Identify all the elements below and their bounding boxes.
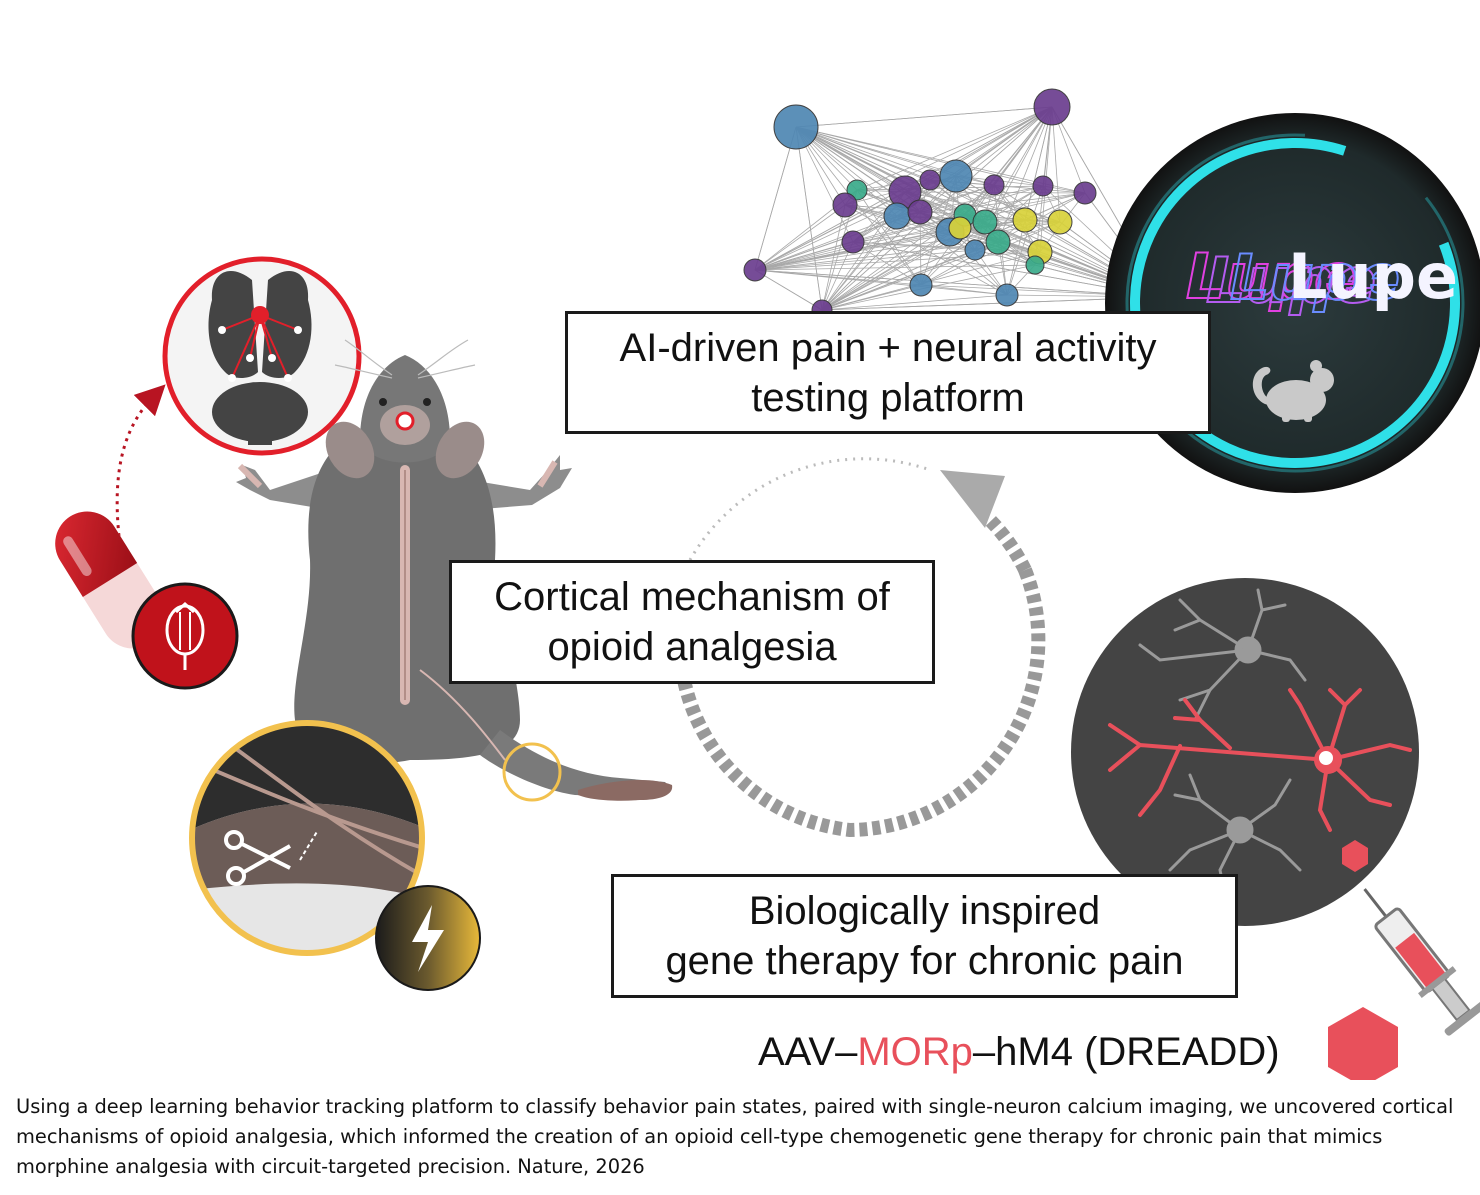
network-node bbox=[1073, 181, 1097, 205]
construct-promoter: MORp bbox=[857, 1030, 973, 1074]
network-node bbox=[948, 216, 972, 240]
network-node bbox=[1032, 175, 1054, 197]
network-node bbox=[919, 169, 941, 191]
network-edge bbox=[1006, 106, 1053, 296]
network-edge bbox=[754, 126, 797, 271]
neuron-icon bbox=[1071, 578, 1419, 926]
network-node bbox=[1012, 207, 1038, 233]
network-edge bbox=[1051, 106, 1061, 223]
network-edge bbox=[920, 106, 1053, 286]
network-edge bbox=[754, 251, 1041, 271]
construct-part-1: AAV– bbox=[758, 1030, 858, 1074]
network-edge bbox=[795, 126, 823, 311]
network-edge bbox=[821, 211, 921, 311]
network-edge bbox=[959, 227, 1008, 296]
svg-text:Lupe: Lupe bbox=[1206, 244, 1376, 317]
network-edge bbox=[856, 106, 1053, 191]
network-edge bbox=[754, 215, 898, 271]
network-node bbox=[743, 258, 767, 282]
lupe-logo-circle: Lupe Lupe Lupe Lupe bbox=[1105, 113, 1480, 493]
network-node bbox=[1025, 255, 1045, 275]
poppy-icon bbox=[131, 582, 239, 690]
lightning-icon bbox=[375, 885, 481, 991]
network-edge bbox=[896, 106, 1053, 217]
network-edge bbox=[754, 221, 1061, 271]
gene-line-2: gene therapy for chronic pain bbox=[665, 939, 1184, 983]
mouse-icon bbox=[1252, 360, 1334, 422]
gene-therapy-label-box: Biologically inspired gene therapy for c… bbox=[611, 874, 1238, 998]
network-edge bbox=[754, 269, 823, 311]
network-edge bbox=[852, 241, 922, 286]
network-node bbox=[1047, 209, 1073, 235]
cortical-line-1: Cortical mechanism of bbox=[494, 575, 890, 619]
network-node bbox=[983, 174, 1005, 196]
network-edge bbox=[754, 249, 976, 271]
cortical-line-2: opioid analgesia bbox=[547, 625, 837, 669]
mouse-body bbox=[236, 339, 673, 802]
cycle-arrow-icon bbox=[672, 457, 1046, 838]
network-edge bbox=[795, 126, 961, 229]
construct-label: AAV–MORp–hM4 (DREADD) bbox=[758, 1030, 1280, 1075]
network-edge bbox=[821, 215, 898, 311]
construct-part-3: –hM4 (DREADD) bbox=[972, 1030, 1280, 1074]
figure-caption: Using a deep learning behavior tracking … bbox=[16, 1095, 1454, 1178]
network-edge bbox=[821, 249, 976, 311]
network-node bbox=[907, 199, 933, 225]
scissors-icon bbox=[224, 830, 291, 886]
syringe-icon bbox=[1363, 888, 1480, 1036]
network-edge bbox=[754, 241, 854, 271]
network-node bbox=[841, 230, 865, 254]
brain-icon bbox=[162, 256, 362, 456]
svg-text:Lupe: Lupe bbox=[1230, 241, 1400, 314]
network-edge bbox=[795, 106, 1053, 128]
network-edge bbox=[795, 126, 1044, 187]
network-edge bbox=[964, 106, 1053, 216]
hexagon-icon bbox=[1328, 1007, 1398, 1087]
network-edge bbox=[821, 204, 846, 311]
network-edge bbox=[754, 175, 957, 271]
diagram-stage: Lupe Lupe Lupe Lupe bbox=[55, 88, 1480, 1087]
network-edge bbox=[754, 269, 1163, 298]
network-edge bbox=[821, 284, 922, 311]
svg-text:Lupe: Lupe bbox=[1186, 240, 1356, 313]
diagram-canvas: Lupe Lupe Lupe Lupe bbox=[55, 88, 1480, 1087]
platform-label-box: AI-driven pain + neural activity testing… bbox=[565, 311, 1211, 434]
network-node bbox=[972, 209, 998, 235]
gene-line-1: Biologically inspired bbox=[748, 889, 1101, 933]
network-node bbox=[939, 159, 973, 193]
platform-line-1: AI-driven pain + neural activity bbox=[619, 325, 1157, 370]
lupe-logo-text: Lupe bbox=[1288, 240, 1458, 313]
network-edge bbox=[919, 185, 1044, 213]
network-edge bbox=[920, 284, 1008, 296]
network-edge bbox=[754, 204, 846, 271]
network-node bbox=[995, 283, 1019, 307]
network-edge bbox=[754, 269, 1008, 296]
network-edge bbox=[1006, 185, 1044, 296]
network-node bbox=[985, 229, 1011, 255]
network-edge bbox=[844, 106, 1053, 206]
network-edge bbox=[821, 294, 1008, 311]
network-edge bbox=[821, 227, 961, 311]
network-edge bbox=[795, 126, 1026, 221]
cortical-label-box: Cortical mechanism of opioid analgesia bbox=[449, 560, 935, 684]
network-node bbox=[773, 104, 819, 150]
network-node bbox=[909, 273, 933, 297]
network-edge bbox=[844, 204, 1008, 296]
network-node bbox=[964, 239, 986, 261]
platform-line-2: testing platform bbox=[751, 375, 1025, 420]
network-edge bbox=[852, 241, 976, 251]
network-node bbox=[1033, 88, 1071, 126]
network-edge bbox=[821, 241, 854, 311]
network-edge bbox=[984, 106, 1053, 223]
network-node bbox=[883, 202, 911, 230]
network-node bbox=[832, 192, 858, 218]
